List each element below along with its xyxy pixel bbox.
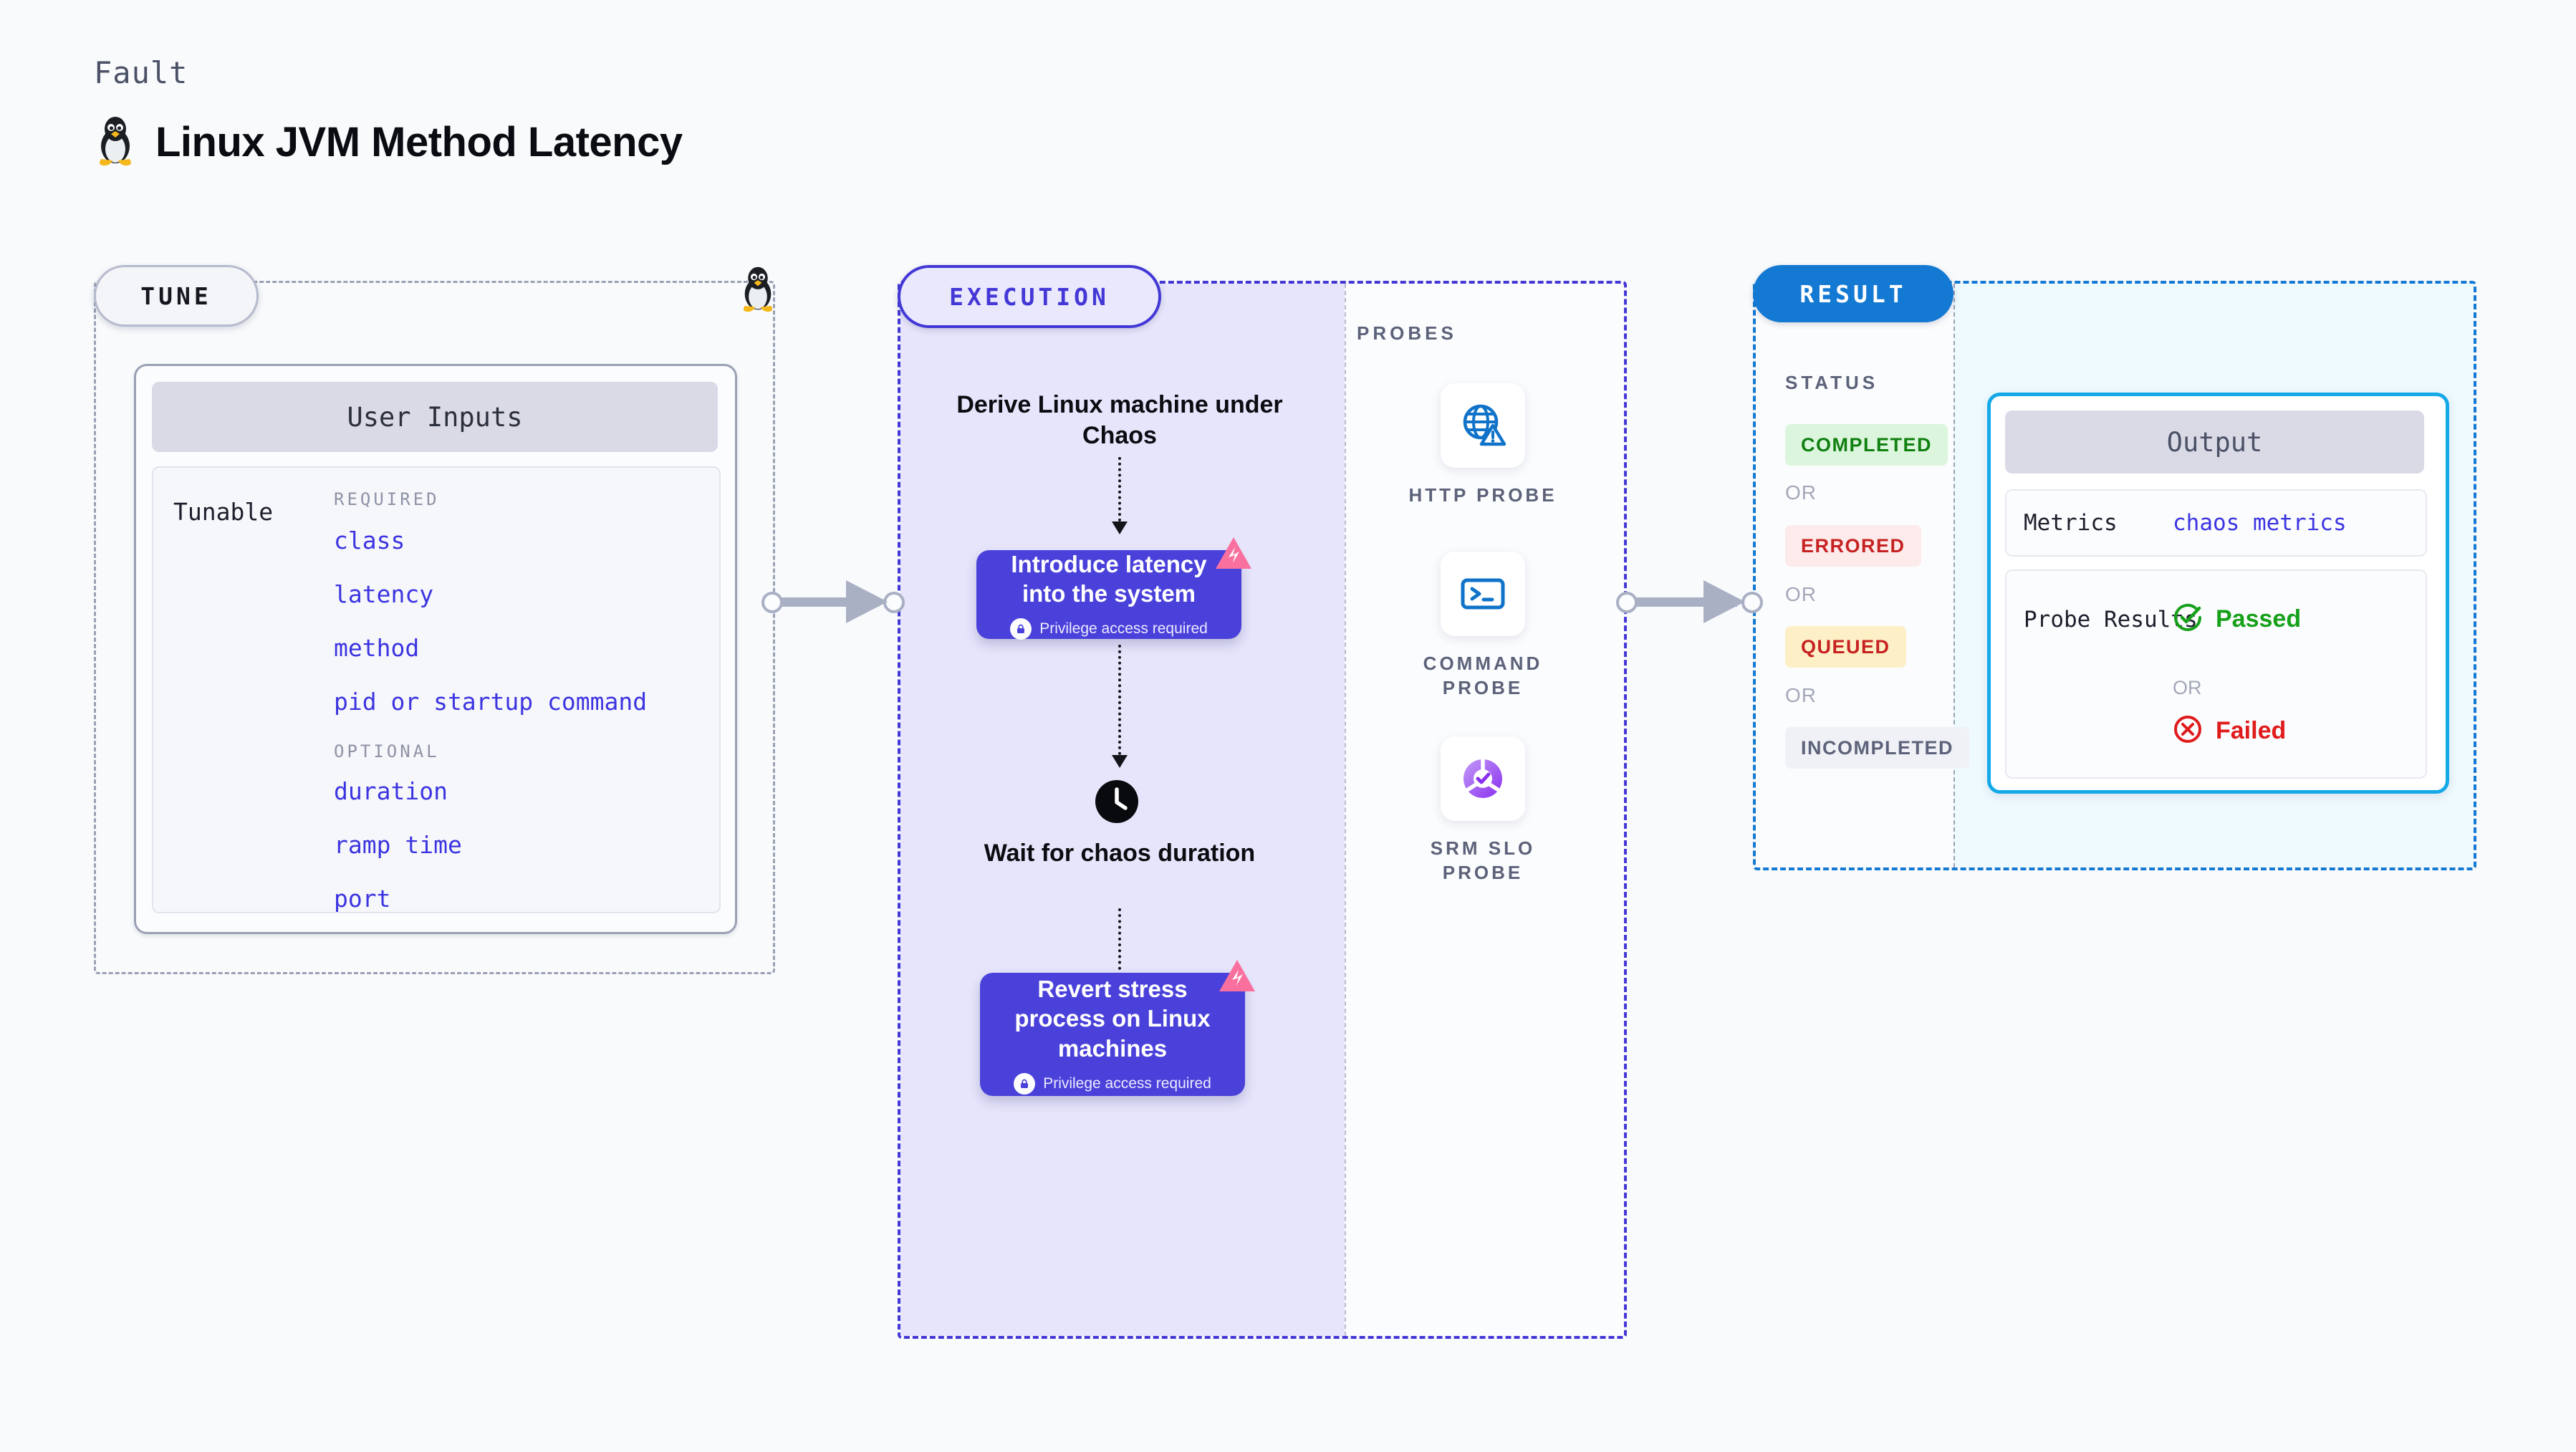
tunable-panel: Tunable REQUIRED class latency method pi… — [152, 466, 721, 913]
result-divider — [1953, 284, 1955, 867]
connector-execution-to-result — [1616, 580, 1763, 623]
x-circle-icon — [2173, 714, 2203, 748]
status-badge-completed-label: COMPLETED — [1801, 433, 1933, 456]
probe-srm-slo[interactable]: SRM SLO PROBE — [1390, 736, 1576, 885]
tunable-label: Tunable — [173, 498, 274, 526]
probe-results-key-label: Probe Results — [2024, 607, 2198, 633]
status-badge-incompleted-label: INCOMPLETED — [1801, 736, 1954, 759]
check-circle-icon — [2173, 602, 2203, 636]
linux-penguin-icon — [94, 115, 137, 169]
status-badge-incompleted: INCOMPLETED — [1785, 727, 1970, 769]
lock-icon — [1014, 1072, 1036, 1095]
tune-linux-penguin-icon — [738, 265, 778, 316]
terminal-icon — [1441, 552, 1525, 636]
probe-results-row: Probe Results Passed OR Failed — [2005, 569, 2427, 779]
revert-privilege-note: Privilege access required — [1043, 1074, 1211, 1092]
status-section-label: STATUS — [1785, 372, 1879, 393]
probe-result-failed-label: Failed — [2216, 717, 2287, 744]
harness-logo-icon — [1211, 533, 1256, 577]
inject-privilege-note: Privilege access required — [1039, 620, 1208, 638]
result-pill-badge: RESULT — [1753, 265, 1953, 322]
revert-privilege-note-row: Privilege access required — [1014, 1072, 1211, 1095]
page-title: Linux JVM Method Latency — [155, 118, 683, 165]
status-badge-errored: ERRORED — [1785, 525, 1921, 567]
revert-step-title: Revert stress process on Linux machines — [1014, 976, 1211, 1062]
metrics-value[interactable]: chaos metrics — [2173, 510, 2347, 536]
output-title: Output — [2005, 410, 2424, 473]
revert-step[interactable]: Revert stress process on Linux machines … — [980, 960, 1255, 1096]
probes-divider — [1345, 284, 1346, 1336]
tune-section-border — [94, 281, 775, 974]
param-pid-or-startup-command[interactable]: pid or startup command — [334, 688, 648, 716]
probe-result-passed-label: Passed — [2216, 605, 2302, 633]
connector-tune-to-execution — [761, 580, 905, 623]
optional-group-title: OPTIONAL — [334, 741, 440, 761]
execution-pill-badge: EXECUTION — [898, 265, 1161, 328]
status-badge-queued: QUEUED — [1785, 626, 1906, 668]
clock-icon — [1095, 779, 1139, 824]
fault-eyebrow-label: Fault — [94, 55, 188, 90]
metrics-key-label: Metrics — [2024, 510, 2118, 536]
probe-http[interactable]: HTTP PROBE — [1390, 383, 1576, 508]
param-duration[interactable]: duration — [334, 777, 448, 805]
arrow-inject-to-wait — [1112, 645, 1128, 768]
inject-latency-title: Introduce latency into the system — [1011, 550, 1207, 607]
inject-privilege-note-row: Privilege access required — [1010, 618, 1208, 640]
param-class[interactable]: class — [334, 527, 405, 554]
probe-srm-slo-label: SRM SLO PROBE — [1430, 837, 1536, 883]
harness-logo-icon — [1215, 956, 1259, 1000]
tune-pill-badge: TUNE — [94, 265, 259, 327]
metrics-row: Metrics chaos metrics — [2005, 489, 2427, 557]
wait-step-label: Wait for chaos duration — [984, 840, 1256, 867]
probes-section-label: PROBES — [1357, 322, 1457, 344]
probe-http-label: HTTP PROBE — [1408, 484, 1557, 506]
status-badge-queued-label: QUEUED — [1801, 635, 1890, 658]
status-badge-errored-label: ERRORED — [1801, 534, 1905, 557]
probe-result-failed: Failed — [2173, 714, 2286, 748]
arrow-derive-to-inject — [1112, 457, 1128, 534]
probe-command[interactable]: COMMAND PROBE — [1390, 552, 1576, 701]
param-ramp-time[interactable]: ramp time — [334, 831, 462, 859]
status-or-2: OR — [1785, 583, 1817, 605]
tunable-parameter-list: REQUIRED class latency method pid or sta… — [334, 489, 706, 913]
status-or-1: OR — [1785, 481, 1817, 504]
page-title-row: Linux JVM Method Latency — [94, 115, 683, 169]
user-inputs-card: User Inputs Tunable REQUIRED class laten… — [134, 364, 737, 934]
param-port[interactable]: port — [334, 885, 391, 913]
probe-result-or: OR — [2173, 677, 2202, 698]
output-card: Output Metrics chaos metrics Probe Resul… — [1987, 393, 2449, 794]
probe-result-passed: Passed — [2173, 602, 2301, 636]
derive-step-label: Derive Linux machine under Chaos — [956, 391, 1283, 449]
param-method[interactable]: method — [334, 634, 420, 662]
lock-icon — [1010, 618, 1032, 640]
globe-warning-icon — [1441, 383, 1525, 468]
status-or-3: OR — [1785, 684, 1817, 706]
status-badge-completed: COMPLETED — [1785, 424, 1948, 466]
user-inputs-title: User Inputs — [152, 382, 718, 452]
probe-command-label: COMMAND PROBE — [1423, 653, 1543, 698]
required-group-title: REQUIRED — [334, 489, 440, 509]
param-latency[interactable]: latency — [334, 580, 434, 608]
inject-latency-step[interactable]: Introduce latency into the system Privil… — [976, 537, 1251, 640]
slo-check-icon — [1441, 736, 1525, 821]
